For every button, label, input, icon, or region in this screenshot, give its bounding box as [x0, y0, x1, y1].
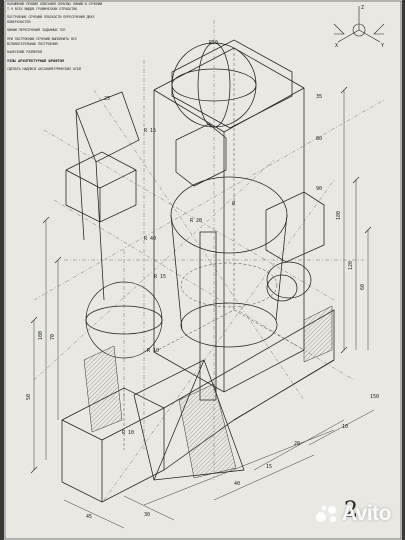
label-dim-50: 50: [26, 394, 32, 400]
axis-label-z: Z: [361, 5, 364, 11]
watermark-text: Avito: [341, 502, 392, 525]
note-paragraph: УЗЛЫ АРХИТЕКТУРНЫЕ ШРИФТОМ: [7, 57, 64, 63]
label-dim-40: 40: [234, 481, 240, 487]
dimension-ticks: [30, 86, 372, 474]
label-r20: R 20: [190, 218, 202, 224]
label-dim-90: 90: [316, 186, 322, 192]
label-r10-a: R 10: [147, 348, 159, 354]
label-dim-15: 15: [266, 464, 272, 470]
technical-drawing: Z X Y: [4, 0, 402, 540]
note-paragraph: ПОСТРОЕНИЕ СЕЧЕНИЙ ПЛОСКОСТИ ПЕРЕСЕЧЕНИЯ…: [7, 15, 95, 24]
label-dim-70: 70: [50, 334, 56, 340]
note-paragraph: НАЛОЖЕНИЕ ПРАВИЛ ОПИСАНИЯ СКРЫТЫХ ЛИНИЙ …: [7, 2, 103, 11]
label-dim-180: 180: [336, 211, 342, 220]
label-r15-left: R 15: [144, 128, 156, 134]
axis-label-y: Y: [381, 43, 384, 49]
dimension-lines: [33, 90, 375, 529]
note-paragraph: ЛИНИИ ПЕРЕСЕЧЕНИЯ ЗАДАННЫХ ТЕЛ: [7, 28, 66, 33]
label-r40: R 40: [144, 236, 156, 242]
sheet-frame: [4, 0, 402, 540]
label-dim-60: 60: [360, 284, 366, 290]
watermark: Avito: [315, 502, 392, 526]
label-r15-b: R 15: [154, 274, 166, 280]
axes-indicator: [333, 6, 385, 43]
label-dim-150: 150: [370, 394, 379, 400]
avito-logo-icon: [315, 505, 336, 522]
sheet-number: 2: [344, 498, 358, 523]
note-paragraph: ПРИ ПОСТРОЕНИИ СЕЧЕНИЙ ВЫПОЛНИТЬ ВСЕ ВСП…: [7, 36, 77, 46]
hidden-lines: [123, 48, 305, 450]
label-dim-35: 35: [316, 94, 322, 100]
label-phi: Ø: [232, 200, 235, 207]
notes-block: НАЛОЖЕНИЕ ПРАВИЛ ОПИСАНИЯ СКРЫТЫХ ЛИНИЙ …: [7, 2, 107, 76]
label-dim-30: 30: [144, 512, 150, 518]
note-paragraph: НАНЕСЕНИЕ РАЗМЕРОВ: [7, 50, 42, 55]
axis-label-x: X: [335, 43, 338, 49]
label-r10-b: R 10: [122, 430, 134, 436]
drawing-sheet: Z X Y: [4, 0, 402, 540]
label-dim-10: 10: [342, 424, 348, 430]
label-dim-100: 100: [38, 331, 44, 340]
section-hatching: [83, 305, 333, 479]
label-dim-120: 120: [348, 261, 354, 270]
label-dim-25: 25: [104, 96, 110, 102]
label-r50-top: R50: [209, 40, 218, 46]
note-paragraph: СДЕЛАТЬ НАДПИСИ АКСОНОМЕТРИЧЕСКИХ ОСЕЙ: [7, 67, 81, 72]
label-dim-80: 80: [316, 136, 322, 142]
label-dim-20: 20: [294, 441, 300, 447]
label-dim-45: 45: [86, 514, 92, 520]
